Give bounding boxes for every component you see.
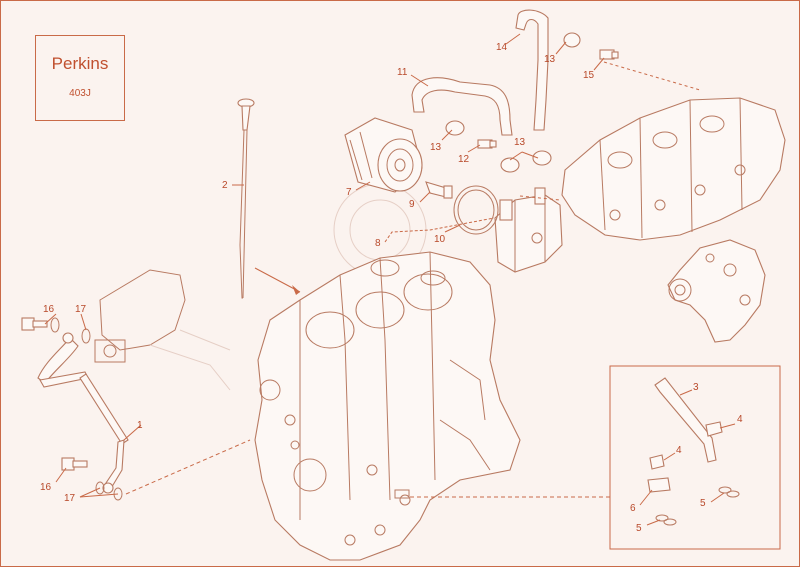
title-box: Perkins 403J	[35, 35, 125, 121]
water-pump	[667, 239, 766, 343]
tube-adapter	[647, 477, 671, 493]
o-ring-inner	[457, 189, 495, 231]
cylinder-block	[254, 251, 521, 561]
hose-14	[515, 9, 549, 131]
callout-7: 7	[346, 187, 352, 198]
callout-2: 2	[222, 180, 228, 191]
callout-13: 13	[544, 54, 556, 65]
leader-lines	[44, 33, 736, 526]
tube-bolt-2	[649, 454, 665, 470]
callout-16: 16	[40, 482, 52, 493]
fitting	[477, 49, 619, 149]
tube-bolt	[705, 421, 723, 437]
cylinder-head	[561, 97, 786, 241]
callout-9: 9	[409, 199, 415, 210]
dipstick	[237, 98, 255, 299]
callout-12: 12	[458, 154, 470, 165]
sealing-washer	[50, 317, 123, 501]
threaded-connector	[425, 181, 453, 199]
callout-11: 11	[397, 67, 408, 78]
callout-4: 4	[737, 414, 743, 425]
block-fragment-left	[94, 269, 231, 391]
model-number: 403J	[69, 88, 91, 99]
o-ring	[453, 185, 499, 235]
seal-ring	[655, 514, 669, 522]
callout-3: 3	[693, 382, 699, 393]
callout-5: 5	[700, 498, 706, 509]
callout-4: 4	[676, 445, 682, 456]
hose-11	[411, 77, 513, 136]
oil-cooler	[494, 187, 563, 273]
detail-inset	[609, 365, 781, 550]
callout-10: 10	[434, 234, 446, 245]
hose-clamp	[445, 32, 581, 173]
oil-pipe	[37, 332, 129, 494]
dipstick-tube	[654, 377, 717, 463]
callout-15: 15	[583, 70, 595, 81]
brand-name: Perkins	[51, 54, 109, 73]
callout-labels: 11 14 13 15 13 12 13 2 7 9 8 10 16 17 1 …	[40, 42, 743, 534]
callout-13: 13	[514, 137, 526, 148]
callout-8: 8	[375, 238, 381, 249]
callout-5: 5	[636, 523, 642, 534]
callout-17: 17	[64, 493, 76, 504]
callout-14: 14	[496, 42, 508, 53]
oil-filter	[344, 117, 423, 193]
callout-13: 13	[430, 142, 442, 153]
callout-6: 6	[630, 503, 636, 514]
callout-16: 16	[43, 304, 55, 315]
banjo-bolt	[21, 317, 88, 471]
callout-1: 1	[137, 420, 143, 431]
callout-17: 17	[75, 304, 87, 315]
